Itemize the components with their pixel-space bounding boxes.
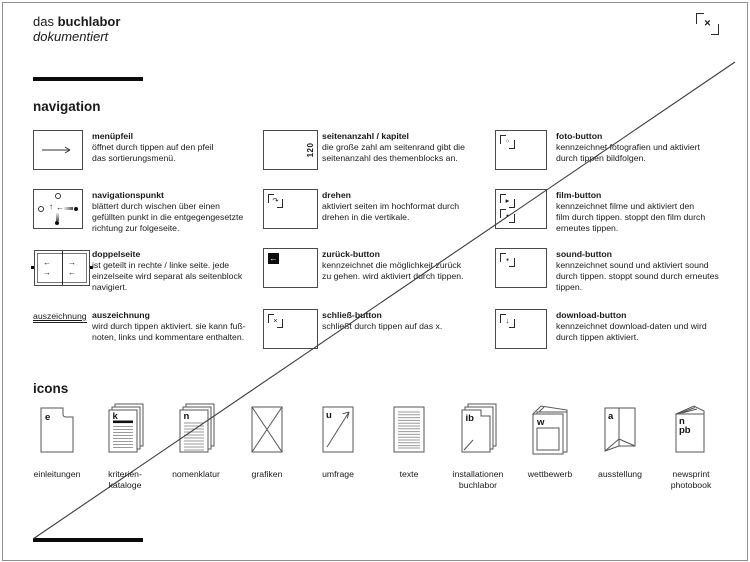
close-button[interactable]: × — [696, 13, 719, 35]
nav-item-title: navigationspunkt — [92, 190, 164, 200]
film-button-illustration: ▸ ▪ — [495, 189, 547, 229]
nav-item-desc: öffnet durch tippen auf den pfeil das so… — [92, 142, 214, 163]
nav-item-desc: kennzeichnet download-daten und wird dur… — [556, 321, 707, 342]
swipe-left-arrow-icon: ← — [56, 203, 64, 212]
brand-bold: buchlabor — [57, 14, 121, 29]
nav-item-title: schließ-button — [322, 310, 382, 320]
page-trend-arrow-icon: u — [316, 402, 360, 458]
svg-text:pb: pb — [679, 425, 691, 436]
nav-item-desc: die große zahl am seitenrand gibt die se… — [322, 142, 465, 163]
dot-right-icon — [74, 206, 78, 211]
ring-left-icon — [38, 206, 44, 212]
nav-item-desc: schließt durch tippen auf das x. — [322, 321, 443, 331]
folded-leaflet-icon: a — [598, 402, 642, 458]
dot-bottom-icon — [55, 221, 59, 225]
photo-circle-icon: ○ — [505, 137, 510, 145]
nav-item-title: sound-button — [556, 249, 612, 259]
nav-item-desc: kennzeichnet die möglichkeit zurück zu g… — [322, 260, 464, 281]
menu-arrow-illustration — [33, 130, 83, 170]
nav-item-title: download-button — [556, 310, 627, 320]
svg-text:w: w — [536, 417, 545, 428]
rotate-arrow-icon: ↷ — [272, 195, 279, 205]
left-page-top-arrow-icon: ← — [43, 258, 51, 267]
nav-item-title: film-button — [556, 190, 602, 200]
rotate-bracket-icon: ↷ — [268, 194, 283, 208]
play-bracket-icon: ▸ — [500, 194, 515, 208]
photo-button-illustration: ○ — [495, 130, 547, 170]
swipe-trail-vertical — [55, 213, 59, 221]
svg-text:e: e — [45, 412, 50, 423]
nav-item-desc: aktiviert seiten im hochformat durch dre… — [322, 201, 460, 222]
close-x-icon: × — [273, 315, 278, 325]
page-crossed-icon — [245, 402, 289, 458]
svg-text:a: a — [608, 411, 614, 422]
brand-title: das buchlabor — [33, 14, 121, 29]
sound-bracket-icon: ▪ — [500, 253, 515, 267]
stop-icon: ▪ — [506, 210, 509, 220]
long-right-arrow-icon — [42, 146, 71, 154]
brand-header: das buchlabor dokumentiert — [33, 14, 120, 44]
icon-label: newsprint photobook — [670, 469, 712, 490]
close-icon: × — [704, 17, 711, 30]
right-page-top-arrow-icon: → — [68, 258, 76, 267]
nav-item-title: menüpfeil — [92, 131, 134, 141]
edge-dot-left-icon — [31, 266, 34, 269]
stop-bracket-icon: ▪ — [500, 209, 515, 223]
svg-text:ib: ib — [466, 413, 475, 424]
page-dense-text-icon — [387, 402, 431, 458]
photo-bracket-icon: ○ — [500, 135, 515, 149]
play-icon: ▸ — [505, 195, 510, 205]
navigation-heading: navigation — [33, 99, 101, 114]
nav-item-desc: kennzeichnet sound und aktiviert sound d… — [556, 260, 719, 292]
nav-item-title: foto-button — [556, 131, 603, 141]
back-button-illustration: ← — [263, 248, 318, 288]
navigation-dots-illustration: ↑ ← — [33, 189, 83, 229]
sound-button-illustration: ▪ — [495, 248, 547, 288]
double-page-gutter — [62, 251, 63, 285]
nav-item-desc: kennzeichnet fotografien und aktiviert d… — [556, 142, 700, 163]
svg-text:n: n — [184, 411, 190, 422]
icons-heading: icons — [33, 381, 69, 396]
icon-newsprint-photobook: n pb newsprint photobook — [646, 402, 736, 491]
stacked-pages-headline-icon: k — [103, 402, 147, 458]
svg-text:k: k — [113, 411, 119, 422]
swipe-up-arrow-icon: ↑ — [49, 202, 53, 211]
nav-item-title: zurück-button — [322, 249, 380, 259]
sound-icon: ▪ — [506, 254, 509, 264]
left-page-bottom-arrow-icon: → — [43, 268, 51, 277]
divider-bar-bottom — [33, 538, 143, 542]
swipe-trail-horizontal — [64, 207, 73, 210]
stacked-pages-text-icon: n — [174, 402, 218, 458]
nav-item-desc: kennzeichnet filme und aktiviert den fil… — [556, 201, 706, 233]
rotate-illustration: ↷ — [263, 189, 318, 229]
nav-item-title: doppelseite — [92, 249, 141, 259]
close-button-illustration: × — [263, 309, 318, 349]
right-page-bottom-arrow-icon: ← — [68, 268, 76, 277]
newsprint-booklet-icon: n pb — [669, 402, 713, 458]
annotation-sample-word: auszeichnung — [33, 311, 87, 323]
ring-top-icon — [55, 193, 61, 199]
download-bracket-icon: ↓ — [500, 314, 515, 328]
page-count-number: 120 — [306, 142, 315, 158]
close-bracket-icon: × — [268, 314, 283, 328]
booklet-image-icon: w — [528, 402, 572, 458]
page-count-illustration: 120 — [263, 130, 318, 170]
nav-item-title: auszeichnung — [92, 310, 150, 320]
nav-item-desc: ist geteilt in rechte / linke seite. jed… — [92, 260, 243, 292]
nav-item-desc: wird durch tippen aktiviert. sie kann fu… — [92, 321, 246, 342]
page-folded-corner-icon: e — [35, 402, 79, 458]
nav-item-desc: blättert durch wischen über einen gefüll… — [92, 201, 244, 233]
double-page-illustration: ← → → ← — [31, 250, 93, 286]
divider-bar-top — [33, 77, 143, 81]
stacked-pages-folded-icon: ib — [456, 402, 500, 458]
nav-item-title: seitenanzahl / kapitel — [322, 131, 409, 141]
nav-item-title: drehen — [322, 190, 351, 200]
download-arrow-icon: ↓ — [505, 315, 510, 325]
download-button-illustration: ↓ — [495, 309, 547, 349]
brand-subtitle: dokumentiert — [33, 29, 109, 44]
back-arrow-icon: ← — [268, 253, 279, 264]
svg-text:u: u — [326, 410, 332, 421]
